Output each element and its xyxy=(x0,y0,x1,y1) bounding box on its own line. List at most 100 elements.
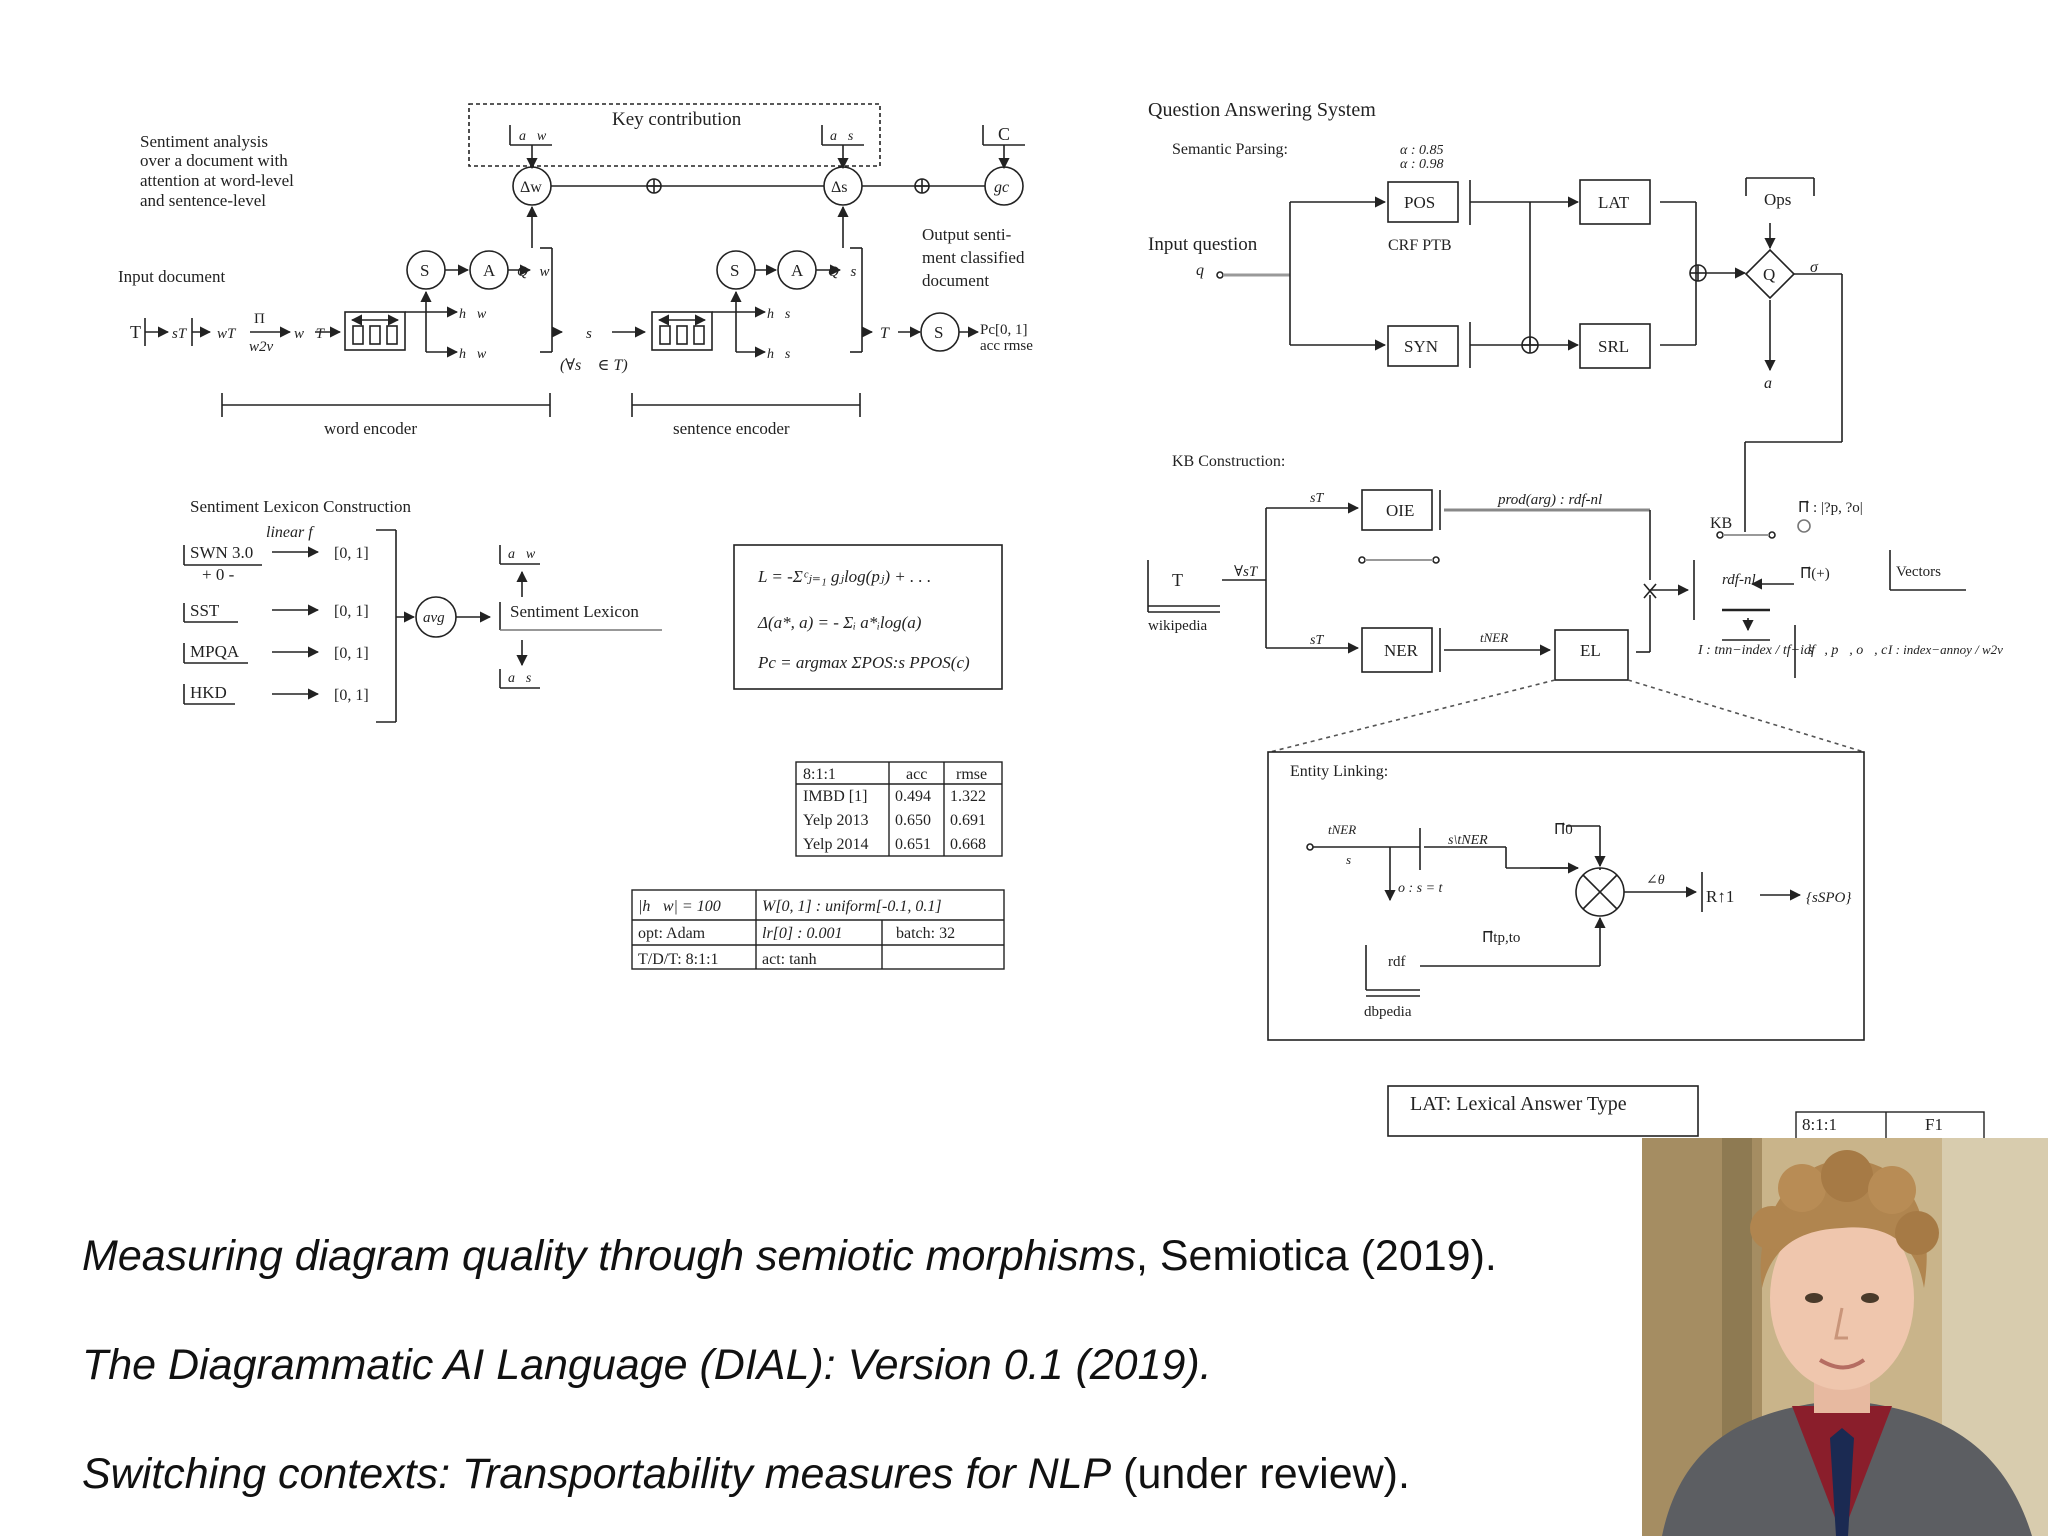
table-cell: 1.322 xyxy=(950,788,986,805)
avg-label: avg xyxy=(423,610,445,626)
input-document-label: Input document xyxy=(118,267,225,286)
vectors-label: Vectors xyxy=(1896,564,1941,580)
delta-w-label: Δw xyxy=(520,179,542,196)
hyper-cell: |h⃗w| = 100 xyxy=(638,898,721,915)
f1-cell: F1 xyxy=(1925,1115,1943,1134)
tner-label: tNER xyxy=(1328,822,1356,837)
ner-box xyxy=(1361,627,1433,673)
reference-venue: , Semiotica (2019). xyxy=(1135,1232,1497,1280)
lat-box xyxy=(1579,179,1651,225)
hyper-cell: act: tanh xyxy=(762,951,817,968)
pi-label: Π xyxy=(254,311,265,327)
el-label: EL xyxy=(1580,641,1601,660)
s-node-label: S xyxy=(730,261,739,280)
s-spo-label: {sSPO} xyxy=(1806,890,1851,906)
input-question-label: Input question xyxy=(1148,234,1258,255)
diagram-canvas: Sentiment analysis over a document with … xyxy=(118,99,2003,1143)
sentiment-lexicon-label: Sentiment Lexicon xyxy=(510,602,639,621)
lexicon-source: MPQA xyxy=(190,642,240,661)
a-node-label: A xyxy=(483,261,496,280)
f1-cell: 8:1:1 xyxy=(1802,1115,1837,1134)
table-cell: 0.650 xyxy=(895,812,931,829)
q-diamond xyxy=(1744,248,1796,300)
forall-s-label: ∀sT xyxy=(1234,564,1259,580)
st-label: sT xyxy=(172,326,188,342)
interval-label: [0, 1] xyxy=(334,603,369,620)
interval-label: [0, 1] xyxy=(334,687,369,704)
q-node-label: Q xyxy=(1763,265,1775,284)
sentiment-note-line: attention at word-level xyxy=(140,171,294,190)
s-output-label: S xyxy=(934,323,943,342)
key-contribution-box xyxy=(468,103,881,167)
entity-linking-box xyxy=(1267,751,1865,1041)
c-label: C xyxy=(998,124,1010,144)
hyperparameter-table xyxy=(631,889,1005,970)
hw-fwd-label: h⃗w xyxy=(459,307,487,322)
entity-linking-title: Entity Linking: xyxy=(1290,763,1388,780)
qa-title: Question Answering System xyxy=(1148,99,1376,121)
a-node-label: A xyxy=(791,261,804,280)
alpha-label: α : 0.98 xyxy=(1400,157,1444,172)
sentiment-note-line: over a document with xyxy=(140,151,288,170)
hyper-cell: opt: Adam xyxy=(638,925,706,942)
equation-line: Pc = argmax ΣPOS:s PPOS(c) xyxy=(757,653,970,672)
pi-plus-label: Π⃗(+) xyxy=(1800,566,1830,582)
o-eq-label: o : s = t xyxy=(1398,881,1444,896)
pi-label: Π⃗ : |?p, ?o| xyxy=(1798,500,1863,516)
delta-s-label: Δs xyxy=(831,179,848,196)
a-output-label: a xyxy=(1764,375,1772,392)
st-label: sT xyxy=(1310,633,1324,648)
prod-label: prod(arg) : rdf-nl xyxy=(1497,492,1602,508)
hs-fwd-label: h⃗s xyxy=(767,307,791,322)
table-cell: 0.668 xyxy=(950,836,986,853)
i-left-label: I : tnn−index / tf−idf xyxy=(1697,643,1817,658)
s-node-label: S xyxy=(420,261,429,280)
lexicon-diagram xyxy=(183,529,1003,723)
reference-3: Switching contexts: Transportability mea… xyxy=(82,1450,1410,1499)
equation-line: Δ(a*, a) = - Σᵢ a*ᵢlog(a) xyxy=(757,613,922,632)
alpha-label: α : 0.85 xyxy=(1400,143,1444,158)
table-header: rmse xyxy=(956,766,987,783)
table-cell: 0.691 xyxy=(950,812,986,829)
equations-box xyxy=(733,544,1003,690)
t-vec-label: T⃗ xyxy=(880,325,901,342)
semantic-parsing-label: Semantic Parsing: xyxy=(1172,141,1288,158)
output-note-line: document xyxy=(922,271,989,290)
forall-label: (∀s⃗ ∈ T) xyxy=(560,357,628,374)
hyper-cell: lr[0] : 0.001 xyxy=(762,925,842,942)
sigma-label: σ xyxy=(1810,259,1819,276)
st-label: sT xyxy=(1310,491,1324,506)
swn-range-label: + 0 - xyxy=(202,565,235,584)
qw-label: Q⃗w xyxy=(517,264,550,280)
dbpedia-label: dbpedia xyxy=(1364,1004,1412,1020)
s-vec-label: s⃗ xyxy=(586,326,604,342)
w-vec-label: w⃗T xyxy=(294,326,326,342)
hyper-cell: batch: 32 xyxy=(896,925,955,942)
a-w-label: a⃗w xyxy=(519,129,547,144)
lat-legend-box xyxy=(1387,1085,1699,1137)
hyper-cell: T/D/T: 8:1:1 xyxy=(638,951,719,968)
reference-title: The Diagrammatic AI Language (DIAL): Ver… xyxy=(82,1341,1212,1389)
hw-bwd-label: h⃖w xyxy=(459,347,487,362)
reference-2: The Diagrammatic AI Language (DIAL): Ver… xyxy=(82,1341,1212,1390)
t-wiki-label: T xyxy=(1172,570,1183,590)
ops-label: Ops xyxy=(1764,190,1791,209)
kb-construction-label: KB Construction: xyxy=(1172,453,1285,470)
table-cell: IMBD [1] xyxy=(803,788,867,805)
speaker-video-thumbnail xyxy=(1642,1138,2048,1536)
kb-label: KB xyxy=(1710,515,1732,532)
results-table xyxy=(795,761,1003,857)
table-header: acc xyxy=(906,766,927,783)
pi-tp-label: Π⃗tp,to xyxy=(1482,930,1520,946)
lexicon-source: HKD xyxy=(190,683,227,702)
lat-legend-label: LAT: Lexical Answer Type xyxy=(1410,1093,1627,1115)
equation-line: L = -Σᶜⱼ₌₁ gⱼlog(pⱼ) + . . . xyxy=(757,567,931,586)
table-cell: Yelp 2013 xyxy=(803,812,869,829)
word-encoder-block xyxy=(344,311,406,351)
output-note-line: Output senti- xyxy=(922,225,1012,244)
table-cell: Yelp 2014 xyxy=(803,836,869,853)
lexicon-source: SWN 3.0 xyxy=(190,543,253,562)
interval-label: [0, 1] xyxy=(334,545,369,562)
table-cell: 0.494 xyxy=(895,788,931,805)
s-label: s xyxy=(1346,852,1351,867)
